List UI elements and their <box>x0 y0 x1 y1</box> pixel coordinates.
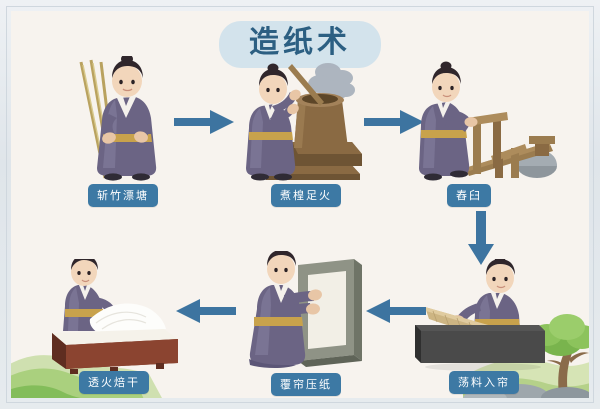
step-6-label: 透火焙干 <box>79 371 149 394</box>
person-treadle-pestle-icon <box>419 61 557 181</box>
step-6[interactable]: 透火焙干 <box>46 259 196 398</box>
step-5-label: 覆帘压纸 <box>271 373 341 396</box>
step-2[interactable]: 煮楻足火 <box>236 56 376 216</box>
step-5[interactable]: 覆帘压纸 <box>236 251 376 398</box>
page-title-text: 造纸术 <box>249 25 351 60</box>
step-2-label: 煮楻足火 <box>271 184 341 207</box>
frame-inner-line <box>6 6 594 403</box>
step-4[interactable]: 荡料入帘 <box>409 259 559 398</box>
arrow-step5-to-step6 <box>176 299 236 323</box>
step-1[interactable]: 斩竹漂塘 <box>53 56 193 216</box>
title-pill-background: 造纸术 <box>219 21 381 68</box>
paper-background: 造纸术 <box>11 11 589 398</box>
person-carrying-bamboo-icon <box>79 56 157 181</box>
step-3[interactable]: 舂臼 <box>409 56 559 216</box>
arrow-step3-to-step4 <box>468 211 494 265</box>
page-title: 造纸术 <box>11 21 589 69</box>
step-1-label: 斩竹漂塘 <box>88 184 158 207</box>
person-drying-paper-icon <box>52 259 178 374</box>
step-4-label: 荡料入帘 <box>449 371 519 394</box>
arrow-step2-to-step3 <box>364 110 424 134</box>
person-dipping-mould-icon <box>415 259 545 371</box>
person-boiling-vat-icon <box>246 63 362 181</box>
arrow-step4-to-step5 <box>366 299 426 323</box>
person-pressing-paper-icon <box>249 251 362 368</box>
arrow-step1-to-step2 <box>174 110 234 134</box>
step-3-label: 舂臼 <box>447 184 491 207</box>
